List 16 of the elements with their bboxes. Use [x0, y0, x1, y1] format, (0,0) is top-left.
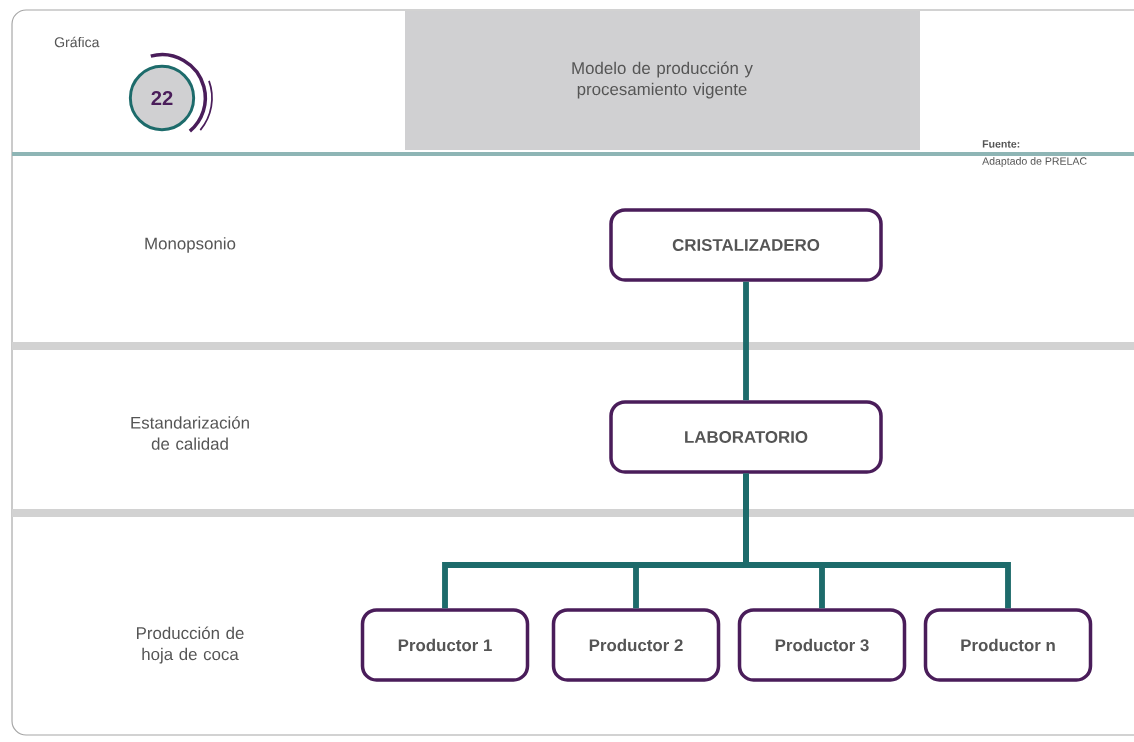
title: Modelo de producción y procesamiento vigente: [572, 61, 753, 99]
process-box: Productor 2: [551, 608, 721, 682]
process-box: Productor 3: [737, 608, 907, 682]
row-label: Producción de hoja de coca: [137, 626, 244, 664]
process-box: CRISTALIZADERO: [609, 208, 883, 282]
number-badge: 22: [128, 52, 213, 133]
source-text: Adaptado de PRELAC: [982, 157, 1087, 167]
connector-line: [743, 281, 749, 401]
process-box: Productor n: [923, 608, 1093, 682]
row-label: Estandarización de calidad: [131, 416, 249, 450]
figure-label: Gráfica: [54, 36, 100, 48]
source-heading: Fuente:: [982, 140, 1020, 148]
connector-line: [743, 473, 1011, 609]
process-box: LABORATORIO: [609, 400, 883, 474]
row-label: Monopsonio: [145, 237, 236, 253]
process-box: Productor 1: [360, 608, 530, 682]
